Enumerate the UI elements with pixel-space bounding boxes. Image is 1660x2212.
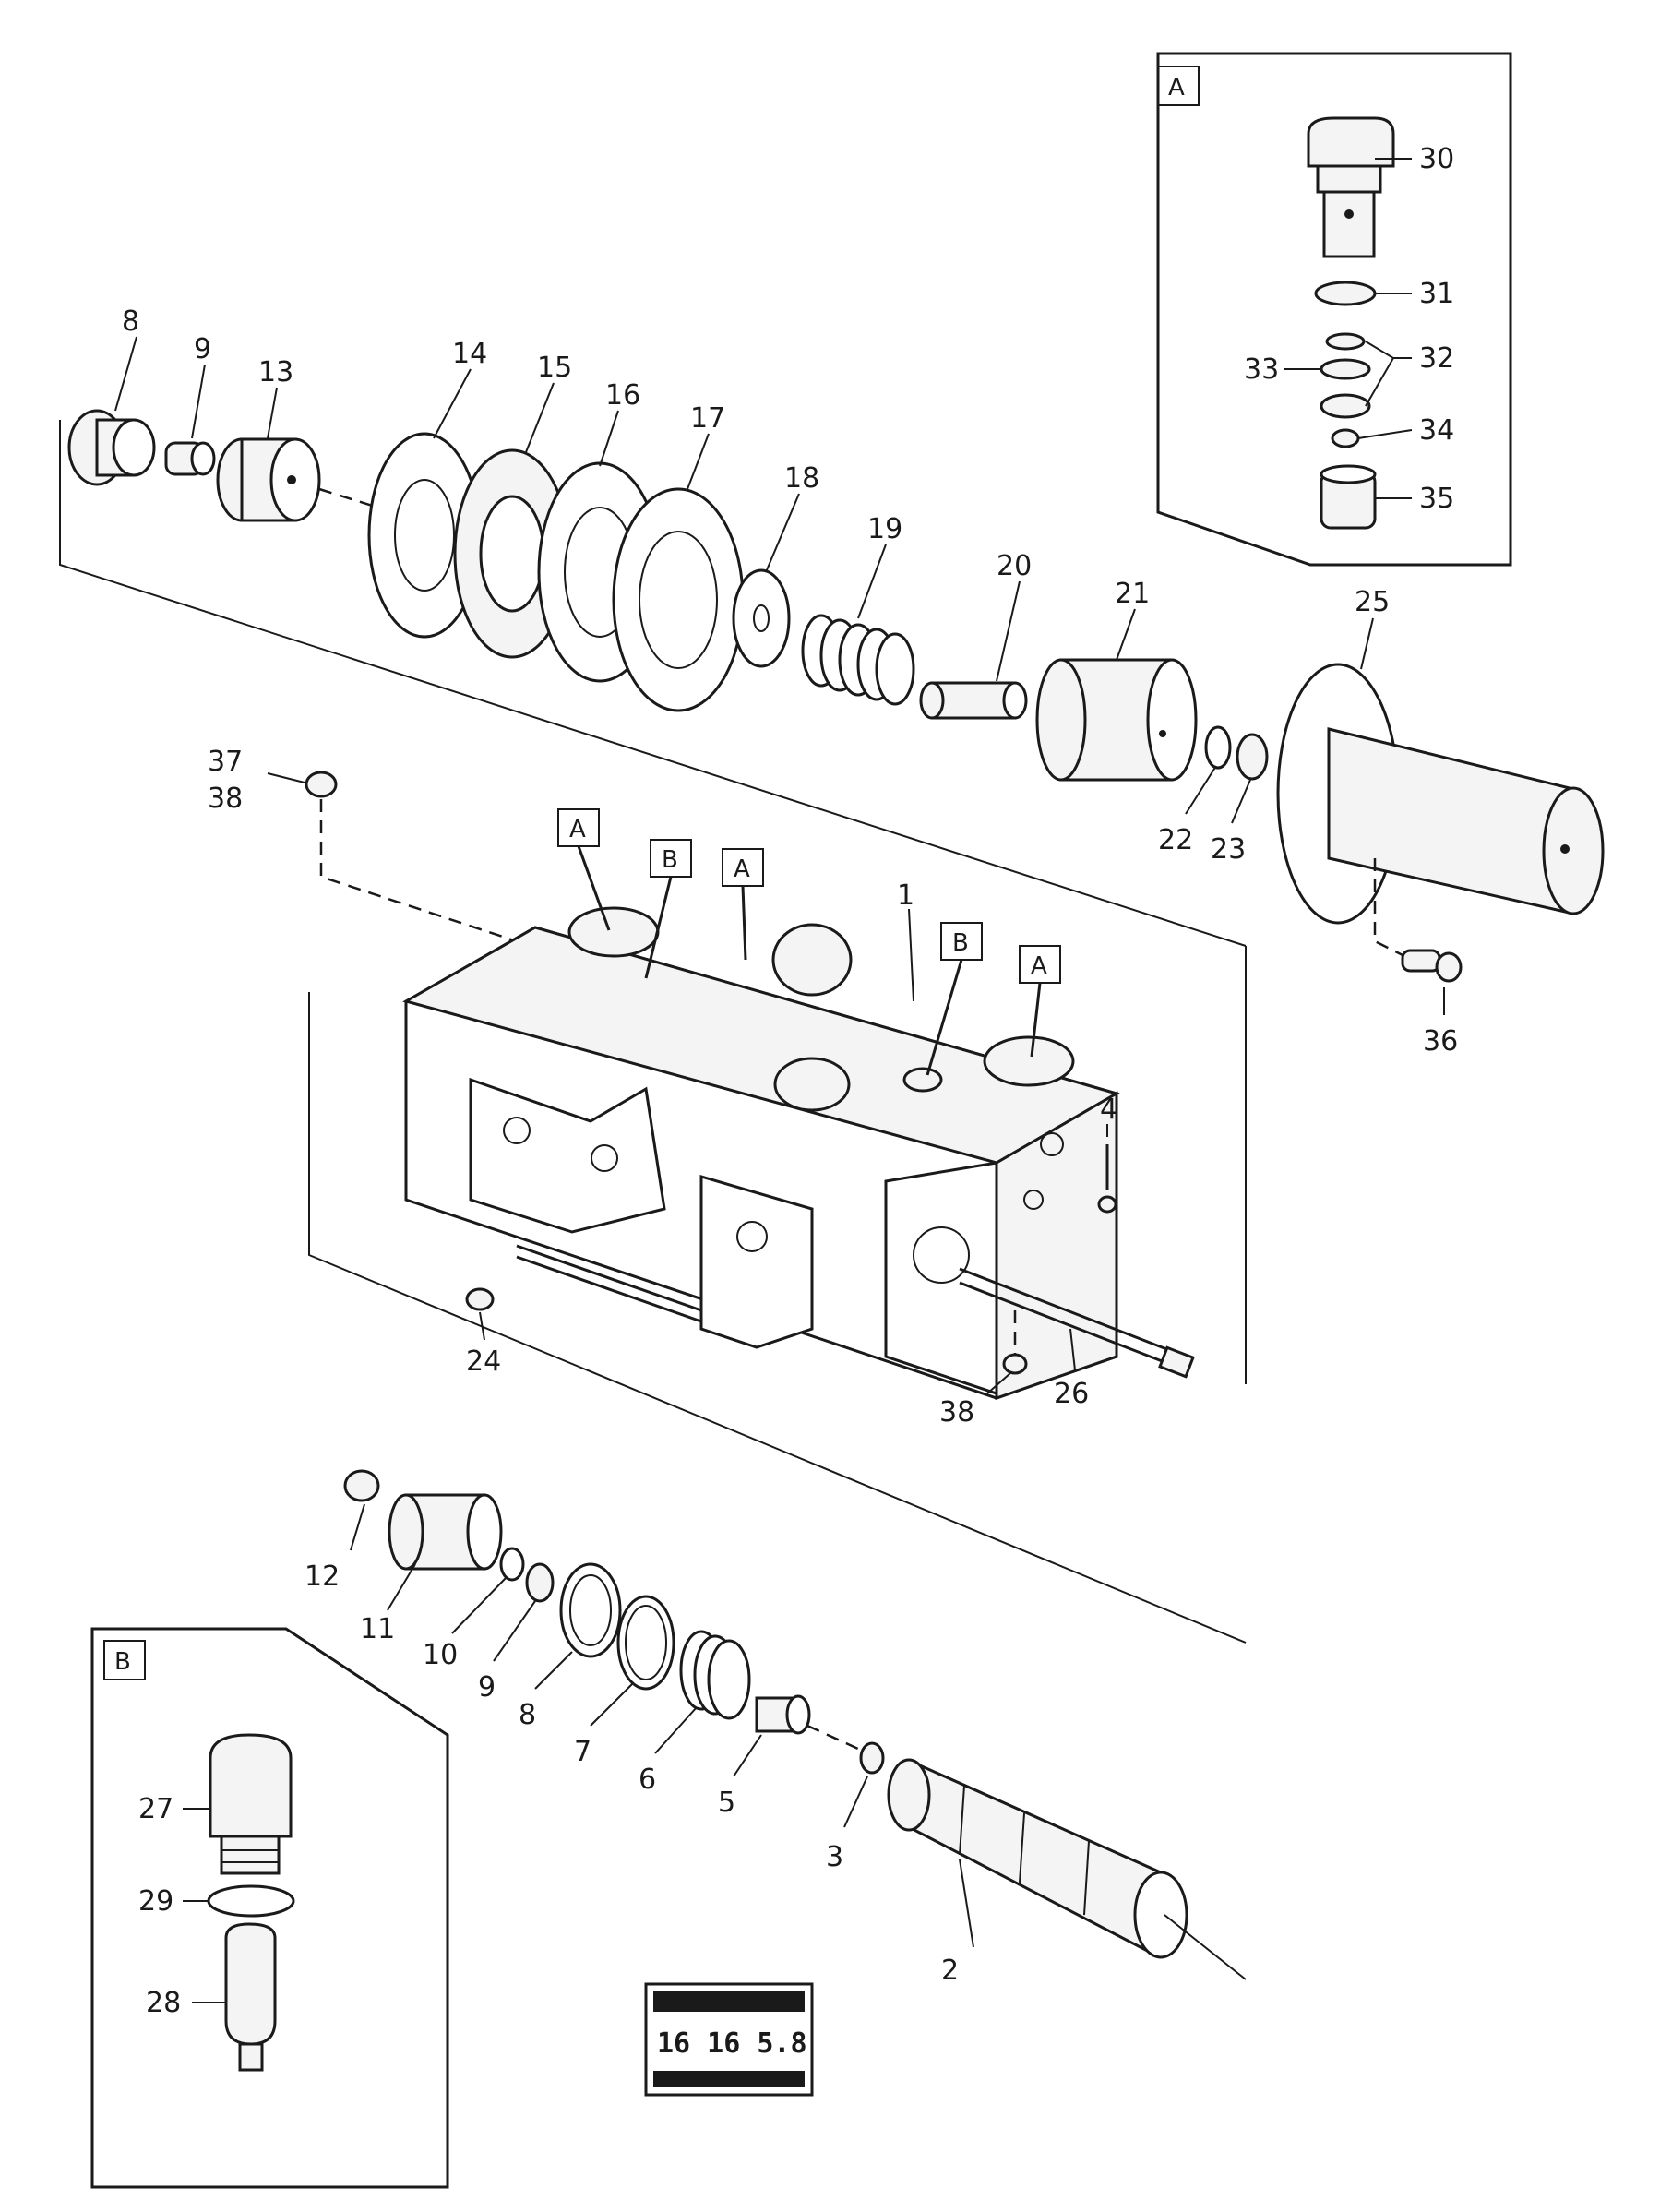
plug-27 [209,1733,293,1875]
nut-9 [525,1562,555,1603]
callout-18: 18 [784,462,819,495]
stamp-code: 16 16 5.8 [657,2027,807,2060]
marker-b-2: B [926,922,983,1076]
callout-8-bottom: 8 [519,1699,536,1731]
callout-32: 32 [1419,342,1454,375]
drawing-stamp: 16 16 5.8 [644,1982,814,2097]
callout-33: 33 [1244,353,1279,386]
ring-7 [616,1595,675,1691]
bushing-9 [164,441,216,476]
plate-17 [612,487,745,712]
cap-11 [388,1493,503,1571]
callout-11: 11 [360,1613,395,1645]
plug-37-38 [305,771,338,798]
washer-18 [732,568,791,668]
svg-text:B: B [662,846,678,874]
bolt-36 [1401,949,1463,983]
callout-30: 30 [1419,143,1454,175]
callout-13: 13 [258,356,293,389]
plate-14 [367,432,482,639]
callout-1: 1 [897,879,914,912]
screw-4 [1097,1144,1117,1214]
callout-4: 4 [1100,1094,1117,1126]
nut-23 [1236,733,1269,781]
valve-28 [224,1922,277,2072]
sleeve-35 [1320,464,1377,530]
inset-b-label: B [114,1648,131,1676]
callout-25: 25 [1355,586,1390,618]
callout-29: 29 [138,1885,173,1918]
pin-20 [919,681,1028,720]
nut-12 [343,1469,380,1502]
callout-22: 22 [1158,824,1193,856]
marker-a-2: A [722,848,764,961]
plug-38 [1002,1353,1028,1375]
shaft-26 [959,1267,1195,1379]
inset-b: B 27 29 28 [90,1627,449,2189]
o-ring-31 [1314,281,1377,306]
gear-13 [216,437,321,522]
callout-8-top: 8 [122,305,139,338]
washer-10 [499,1547,525,1582]
inset-a: A 30 31 32 33 34 35 [1156,52,1512,567]
bottom-exploded-row: 12 11 10 9 8 7 6 5 3 2 [305,1469,1247,1987]
callout-9-bottom: 9 [478,1671,496,1704]
marker-a-1: A [557,808,611,931]
relief-plug-30 [1307,116,1395,258]
o-ring-29 [207,1884,295,1918]
callout-12: 12 [305,1560,340,1593]
callout-27: 27 [138,1793,173,1825]
callout-20: 20 [997,550,1032,582]
callout-3: 3 [826,1841,843,1873]
callout-17: 17 [690,402,725,435]
callout-10: 10 [423,1639,458,1671]
cover-25 [1276,663,1605,925]
svg-text:A: A [734,855,750,883]
marker-b-1: B [644,839,692,979]
svg-text:B: B [952,929,969,957]
callout-7: 7 [574,1736,591,1768]
gear-8 [67,409,156,486]
ring-32b [1320,393,1371,419]
callout-2: 2 [941,1955,959,1987]
marker-a-3: A [1019,945,1061,1058]
plug-24 [465,1287,495,1311]
spring-19 [801,614,915,706]
callout-37: 37 [208,746,243,778]
sleeve-5 [755,1694,811,1735]
callout-15: 15 [537,352,572,384]
callout-38-lower: 38 [939,1396,974,1429]
spool-2 [887,1758,1188,1959]
callout-38-top: 38 [208,783,243,815]
valve-body-assembly: 37 38 [208,746,1247,1644]
svg-text:A: A [569,816,586,843]
callout-35: 35 [1419,483,1454,515]
callout-26: 26 [1054,1378,1089,1410]
inset-a-label: A [1168,74,1185,102]
nut-3 [859,1741,885,1775]
callout-9-top: 9 [194,333,211,365]
callout-31: 31 [1419,278,1454,310]
ring-33 [1320,358,1371,380]
svg-text:A: A [1031,952,1047,980]
seal-8 [559,1562,622,1658]
callout-5: 5 [718,1787,735,1819]
callout-24: 24 [466,1345,501,1378]
callout-36: 36 [1423,1025,1458,1058]
callout-19: 19 [867,513,902,545]
ring-32a [1325,332,1366,351]
callout-21: 21 [1115,578,1150,610]
washer-22 [1204,725,1232,770]
top-exploded-row: 8 9 13 14 15 16 17 18 19 20 21 25 22 23 … [59,305,1605,1384]
ball-34 [1331,428,1360,448]
callout-6: 6 [639,1764,656,1796]
callout-14: 14 [452,338,487,370]
callout-28: 28 [146,1987,181,2019]
cap-21 [1035,658,1198,782]
callout-23: 23 [1211,833,1246,866]
callout-16: 16 [605,379,640,412]
callout-34: 34 [1419,414,1454,447]
spring-6 [679,1630,751,1720]
